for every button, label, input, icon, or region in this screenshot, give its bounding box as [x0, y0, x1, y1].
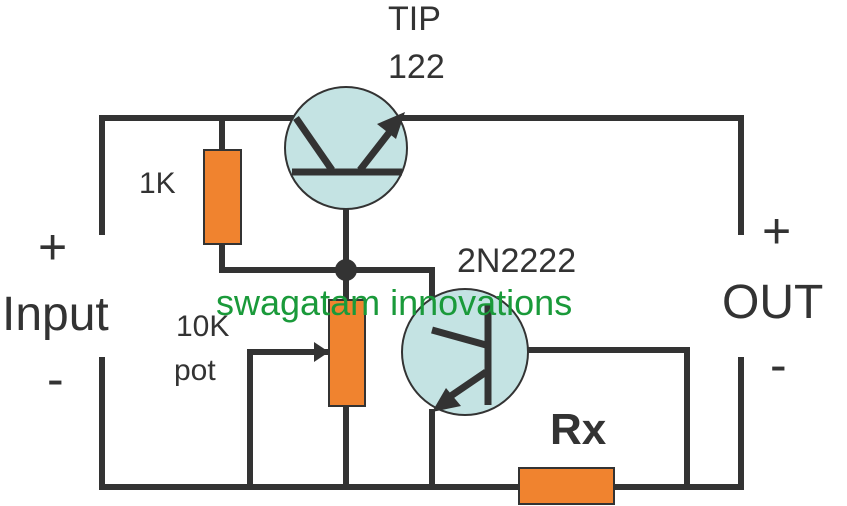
wire-pot-wiper [247, 349, 329, 490]
watermark-text: swagatam innovations [216, 282, 572, 323]
wire-positive-rail-left [99, 115, 299, 235]
wire-positive-rail-right [402, 115, 744, 235]
transistor-2n2222 [401, 288, 529, 416]
wires [99, 115, 744, 490]
resistor-rx [518, 467, 615, 505]
pot-label-type: pot [174, 354, 216, 387]
resistor-rx-label: Rx [550, 405, 607, 454]
transistor-2n2222-collector-lead [431, 326, 487, 349]
input-minus-sign: - [47, 351, 64, 407]
transistor-2n2222-emitter-arrow [432, 388, 461, 412]
transistor-tip122-label-line1: TIP [388, 0, 441, 38]
transistor-2n2222-label: 2N2222 [457, 242, 576, 280]
transistor-2n2222-body [401, 288, 529, 416]
resistor-1k-label: 1K [139, 167, 176, 200]
junction-dot [335, 259, 357, 281]
transistor-tip122-emitter-arrow [377, 112, 405, 139]
pot-label-value: 10K [176, 310, 229, 343]
transistor-tip122-collector-lead [293, 116, 335, 172]
transistor-tip122-label-line2: 122 [388, 48, 445, 86]
pot-wiper-arrowhead [314, 342, 329, 362]
transistor-tip122-body [284, 86, 408, 210]
wire-1k-bottom [219, 241, 349, 273]
wire-2n2222-base [517, 347, 690, 490]
output-minus-sign: - [770, 337, 787, 393]
input-plus-sign: + [38, 219, 67, 275]
output-label: OUT [722, 276, 823, 329]
resistor-1k [203, 149, 242, 245]
transistor-tip122 [284, 86, 408, 210]
output-plus-sign: + [762, 203, 791, 259]
potentiometer-10k [328, 299, 366, 407]
wire-negative-rail [99, 357, 744, 490]
input-label: Input [2, 288, 109, 341]
